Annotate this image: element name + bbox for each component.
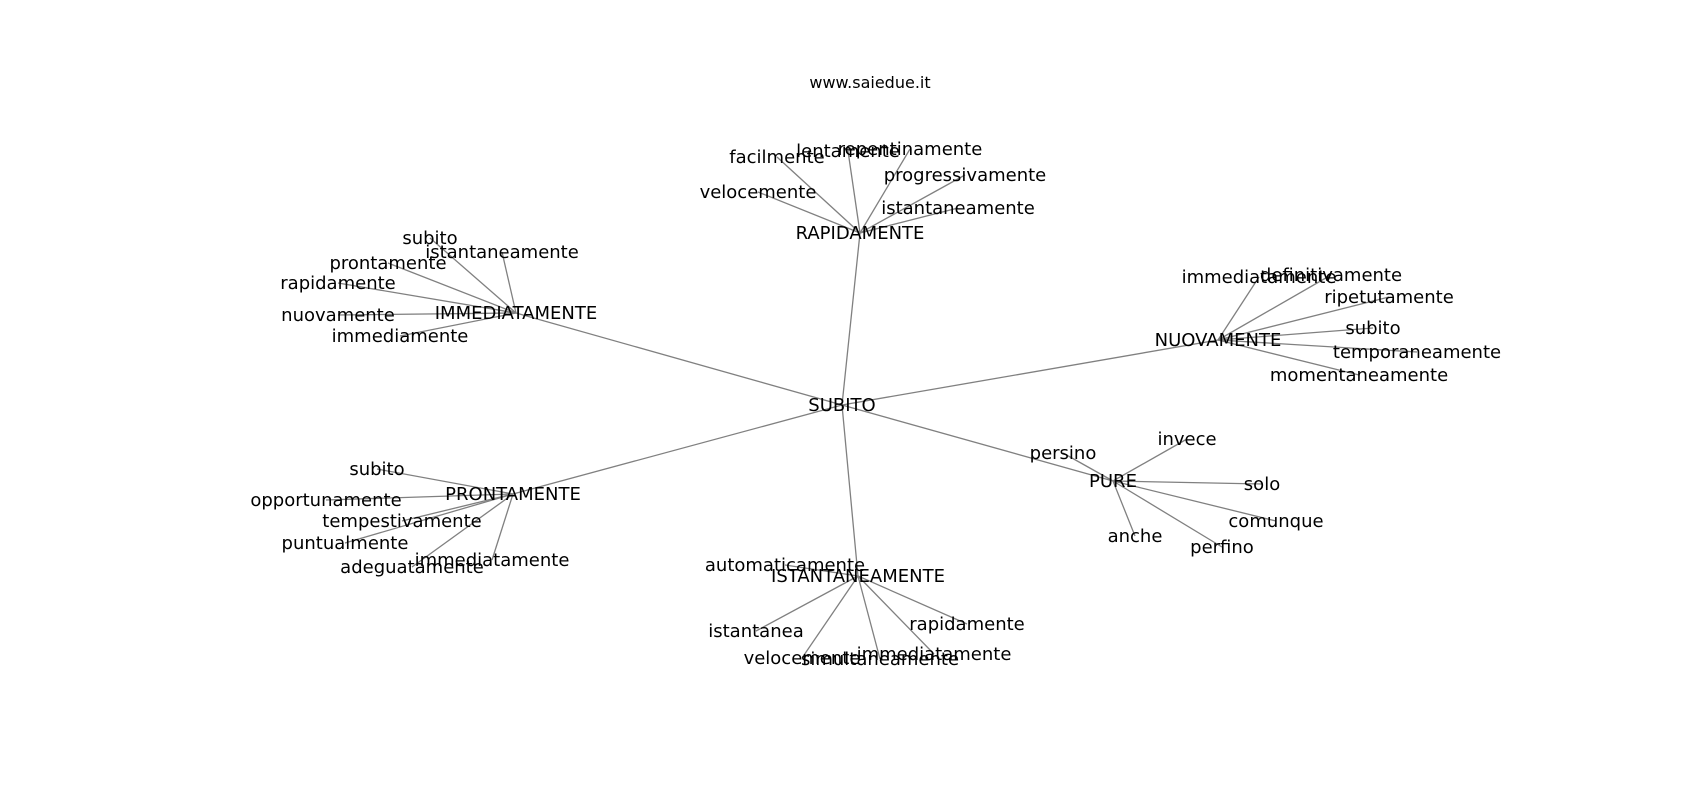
edge-pure-invece — [1112, 438, 1188, 482]
leaf-node-istantaneamente-velocemente: velocemente — [744, 648, 861, 669]
leaf-node-prontamente-subito: subito — [349, 459, 404, 480]
edge-immediatamente-nuovamente — [337, 312, 517, 316]
edge-nuovamente-subito — [1217, 327, 1374, 341]
edge-immediatamente-subito — [429, 237, 517, 314]
edge-subito-istantaneamente — [841, 404, 859, 577]
graph-labels: www.saiedue.it SUBITO RAPIDAMENTE facilmen… — [250, 73, 1501, 670]
edge-subito-prontamente — [512, 404, 843, 495]
graph-edges — [325, 148, 1418, 660]
edge-nuovamente-momentaneamente — [1217, 339, 1360, 376]
edge-immediatamente-rapidamente — [337, 282, 517, 314]
edge-pure-persino — [1062, 452, 1114, 482]
group-node-prontamente: PRONTAMENTE — [445, 484, 581, 505]
edge-subito-rapidamente — [841, 232, 861, 406]
edge-immediatamente-prontamente — [387, 262, 517, 314]
leaf-node-istantaneamente-simultaneamente: simultaneamente — [801, 649, 959, 670]
leaf-node-immediatamente-prontamente: prontamente — [329, 253, 446, 274]
leaf-node-pure-comunque: comunque — [1228, 511, 1323, 532]
edge-rapidamente-facilmente — [776, 156, 861, 234]
edge-rapidamente-progressivamente — [859, 174, 966, 234]
edge-immediatamente-istantaneamente — [501, 251, 517, 314]
leaf-node-pure-solo: solo — [1244, 474, 1280, 495]
leaf-node-immediatamente-nuovamente: nuovamente — [281, 305, 395, 326]
leaf-node-rapidamente-repentinamente: repentinamente — [838, 139, 983, 160]
leaf-node-pure-invece: invece — [1157, 429, 1216, 450]
leaf-node-istantaneamente-istantanea: istantanea — [708, 621, 803, 642]
edge-prontamente-opportunamente — [325, 493, 514, 501]
leaf-node-immediatamente-rapidamente: rapidamente — [280, 273, 395, 294]
site-title: www.saiedue.it — [809, 73, 930, 92]
leaf-node-nuovamente-immediatamente: immediatamente — [1182, 267, 1337, 288]
group-node-istantaneamente: ISTANTANEAMENTE — [771, 566, 945, 587]
leaf-node-nuovamente-definitivamente: definitivamente — [1260, 265, 1402, 286]
leaf-node-immediatamente-subito: subito — [402, 228, 457, 249]
leaf-node-istantaneamente-automaticamente: automaticamente — [705, 555, 865, 576]
leaf-node-rapidamente-lentamente: lentamente — [796, 141, 900, 162]
leaf-node-prontamente-immediatamente: immediatamente — [415, 550, 570, 571]
edge-pure-solo — [1112, 480, 1263, 485]
leaf-node-nuovamente-subito: subito — [1345, 318, 1400, 339]
group-node-immediatamente: IMMEDIATAMENTE — [435, 303, 597, 324]
leaf-node-pure-anche: anche — [1108, 526, 1163, 547]
edge-rapidamente-istantaneamente — [859, 207, 959, 234]
edge-istantaneamente-immediatamente — [857, 575, 935, 655]
leaf-node-rapidamente-facilmente: facilmente — [729, 147, 824, 168]
edge-subito-immediatamente — [515, 312, 843, 406]
edge-pure-perfino — [1112, 480, 1223, 548]
group-node-pure: PURE — [1089, 471, 1137, 492]
leaf-node-prontamente-adeguatamente: adeguatamente — [340, 557, 484, 578]
edge-istantaneamente-rapidamente — [857, 575, 968, 625]
edge-nuovamente-temporaneamente — [1217, 339, 1418, 353]
edge-istantaneamente-velocemente — [801, 575, 859, 659]
leaf-node-istantaneamente-rapidamente: rapidamente — [909, 614, 1024, 635]
leaf-node-rapidamente-istantaneamente: istantaneamente — [881, 198, 1035, 219]
leaf-node-nuovamente-momentaneamente: momentaneamente — [1270, 365, 1448, 386]
edge-pure-comunque — [1112, 480, 1277, 522]
edge-prontamente-adeguatamente — [411, 493, 514, 568]
group-node-nuovamente: NUOVAMENTE — [1155, 330, 1282, 351]
leaf-node-immediatamente-istantaneamente: istantaneamente — [425, 242, 579, 263]
edge-immediatamente-immediamente — [399, 312, 517, 337]
edge-pure-anche — [1112, 480, 1136, 537]
edge-istantaneamente-simultaneamente — [857, 575, 881, 660]
leaf-node-rapidamente-progressivamente: progressivamente — [884, 165, 1047, 186]
edge-rapidamente-velocemente — [757, 191, 861, 234]
edge-prontamente-immediatamente — [491, 493, 514, 561]
edge-subito-pure — [841, 404, 1114, 482]
edge-rapidamente-lentamente — [847, 150, 861, 234]
edge-istantaneamente-istantanea — [755, 575, 859, 632]
leaf-node-istantaneamente-immediatamente: immediatamente — [857, 644, 1012, 665]
leaf-node-pure-persino: persino — [1030, 443, 1097, 464]
leaf-node-immediatamente-immediamente: immediamente — [332, 326, 469, 347]
leaf-node-nuovamente-temporaneamente: temporaneamente — [1333, 342, 1501, 363]
edge-prontamente-tempestivamente — [401, 493, 514, 522]
leaf-node-prontamente-tempestivamente: tempestivamente — [322, 511, 481, 532]
leaf-node-rapidamente-velocemente: velocemente — [700, 182, 817, 203]
edge-nuovamente-ripetutamente — [1217, 296, 1390, 341]
root-node-subito: SUBITO — [808, 395, 875, 416]
edge-prontamente-puntualmente — [344, 493, 514, 544]
edge-prontamente-subito — [376, 468, 514, 495]
edge-nuovamente-definitivamente — [1217, 274, 1332, 341]
leaf-node-nuovamente-ripetutamente: ripetutamente — [1324, 287, 1454, 308]
leaf-node-pure-perfino: perfino — [1190, 537, 1254, 558]
edge-subito-nuovamente — [841, 339, 1219, 406]
edge-nuovamente-immediatamente — [1217, 276, 1260, 341]
leaf-node-prontamente-puntualmente: puntualmente — [282, 533, 409, 554]
group-node-rapidamente: RAPIDAMENTE — [796, 223, 925, 244]
edge-istantaneamente-automaticamente — [784, 564, 859, 577]
edge-rapidamente-repentinamente — [859, 148, 911, 234]
leaf-node-prontamente-opportunamente: opportunamente — [250, 490, 401, 511]
